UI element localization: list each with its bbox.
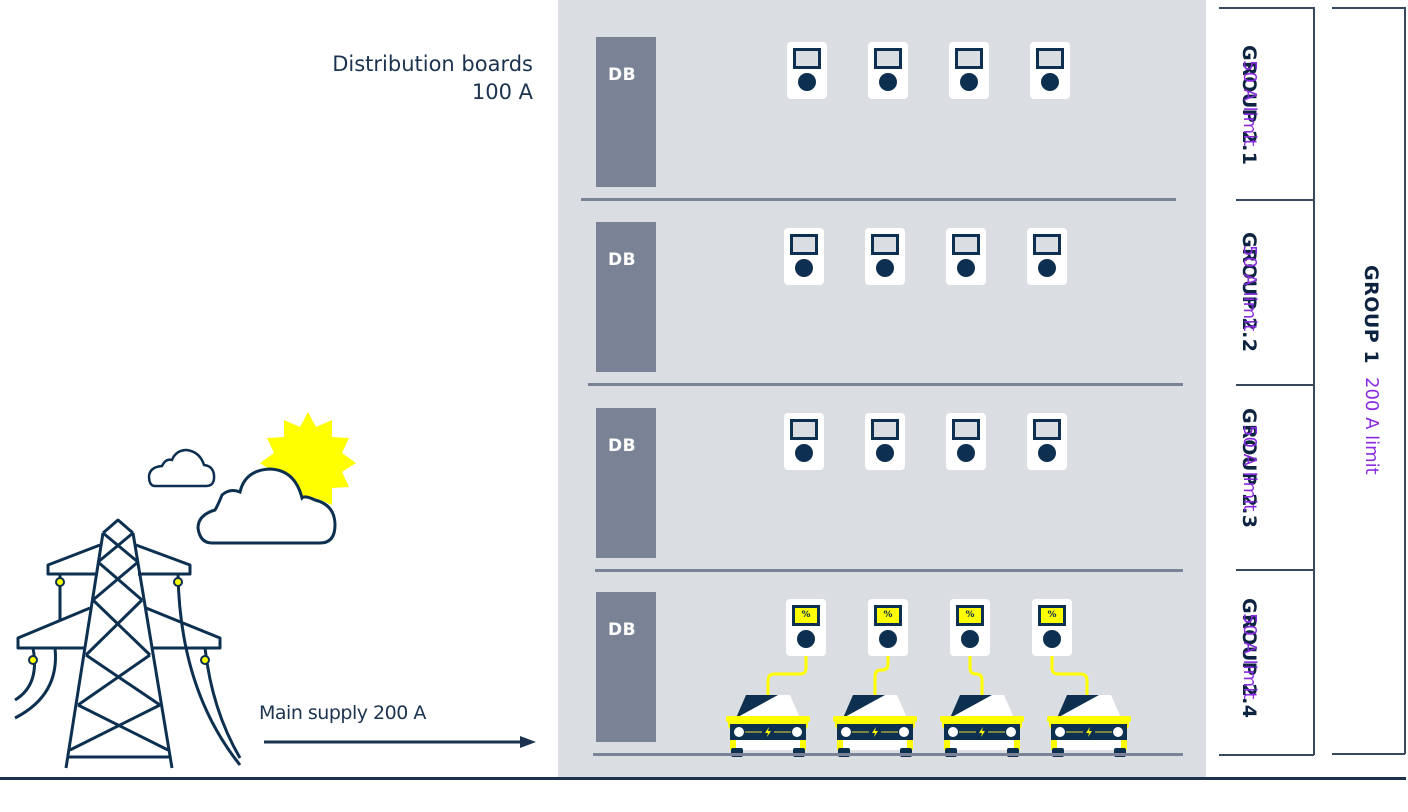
group-divider — [1219, 754, 1314, 756]
charger-icon[interactable] — [946, 228, 986, 285]
charger-icon[interactable] — [784, 228, 824, 285]
group-bracket — [1313, 7, 1315, 755]
group-divider — [1332, 7, 1405, 9]
cars-illustration — [726, 656, 1131, 757]
charging-cable — [968, 656, 984, 695]
charger-icon[interactable] — [787, 42, 827, 99]
charger-icon[interactable]: % — [950, 599, 990, 656]
group-divider — [1236, 384, 1314, 386]
group-2-3: GROUP 2.3 — [1238, 408, 1260, 529]
distribution-board: DB — [596, 592, 656, 742]
electric-car-icon — [1047, 695, 1131, 757]
building: DB DB DB DB % % % % — [558, 0, 1206, 778]
charger-icon[interactable] — [946, 413, 986, 470]
group-2-1: GROUP 2.1 — [1238, 45, 1260, 166]
group-divider — [1236, 569, 1314, 571]
charger-icon[interactable] — [1027, 228, 1067, 285]
charger-icon[interactable] — [784, 413, 824, 470]
charger-icon[interactable] — [865, 413, 905, 470]
weather-illustration — [147, 412, 356, 545]
cloud-icon — [196, 467, 337, 545]
charger-icon[interactable]: % — [786, 599, 826, 656]
floor-divider — [593, 753, 1183, 756]
electric-car-icon — [726, 695, 810, 757]
group-2-2: GROUP 2.2 — [1238, 232, 1260, 353]
group-2-2-limit: 50 A limit — [1239, 245, 1260, 332]
electric-car-icon — [940, 695, 1024, 757]
group-divider — [1332, 753, 1405, 755]
charging-cable — [873, 656, 890, 695]
group-bracket — [1404, 7, 1406, 754]
distribution-board: DB — [596, 222, 656, 372]
charger-icon[interactable] — [1027, 413, 1067, 470]
electric-car-icon — [833, 695, 917, 757]
distribution-boards-title: Distribution boards — [332, 52, 533, 76]
charger-icon[interactable] — [1030, 42, 1070, 99]
pylon-icon — [14, 518, 242, 769]
distribution-board: DB — [596, 37, 656, 187]
charger-icon[interactable] — [865, 228, 905, 285]
ground-line — [0, 777, 1406, 780]
group-2-4-limit: 50 A limit — [1239, 613, 1260, 700]
main-supply-label: Main supply 200 A — [259, 702, 426, 724]
charging-cable — [766, 656, 808, 695]
charging-cable — [1050, 656, 1089, 695]
group-divider — [1236, 199, 1314, 201]
group-divider — [1219, 7, 1314, 9]
distribution-boards-current: 100 A — [471, 80, 533, 104]
charger-icon[interactable]: % — [868, 599, 908, 656]
group-2-3-limit: 50 A limit — [1239, 425, 1260, 512]
arrow-right-icon — [264, 736, 536, 748]
distribution-board: DB — [596, 408, 656, 558]
floor-divider — [588, 383, 1183, 386]
cloud-icon — [147, 448, 216, 488]
floor-divider — [595, 569, 1183, 572]
group-1: GROUP 1 200 A limit — [1360, 265, 1382, 475]
group-2-4: GROUP 2.4 — [1238, 598, 1260, 719]
charger-icon[interactable] — [868, 42, 908, 99]
group-name: GROUP 2.1 — [1238, 45, 1260, 166]
charger-icon[interactable]: % — [1032, 599, 1072, 656]
charger-icon[interactable] — [949, 42, 989, 99]
group-2-1-limit: 50 A limit — [1239, 60, 1260, 147]
distribution-boards-label: Distribution boards 100 A — [332, 50, 533, 106]
floor-divider — [581, 198, 1176, 201]
